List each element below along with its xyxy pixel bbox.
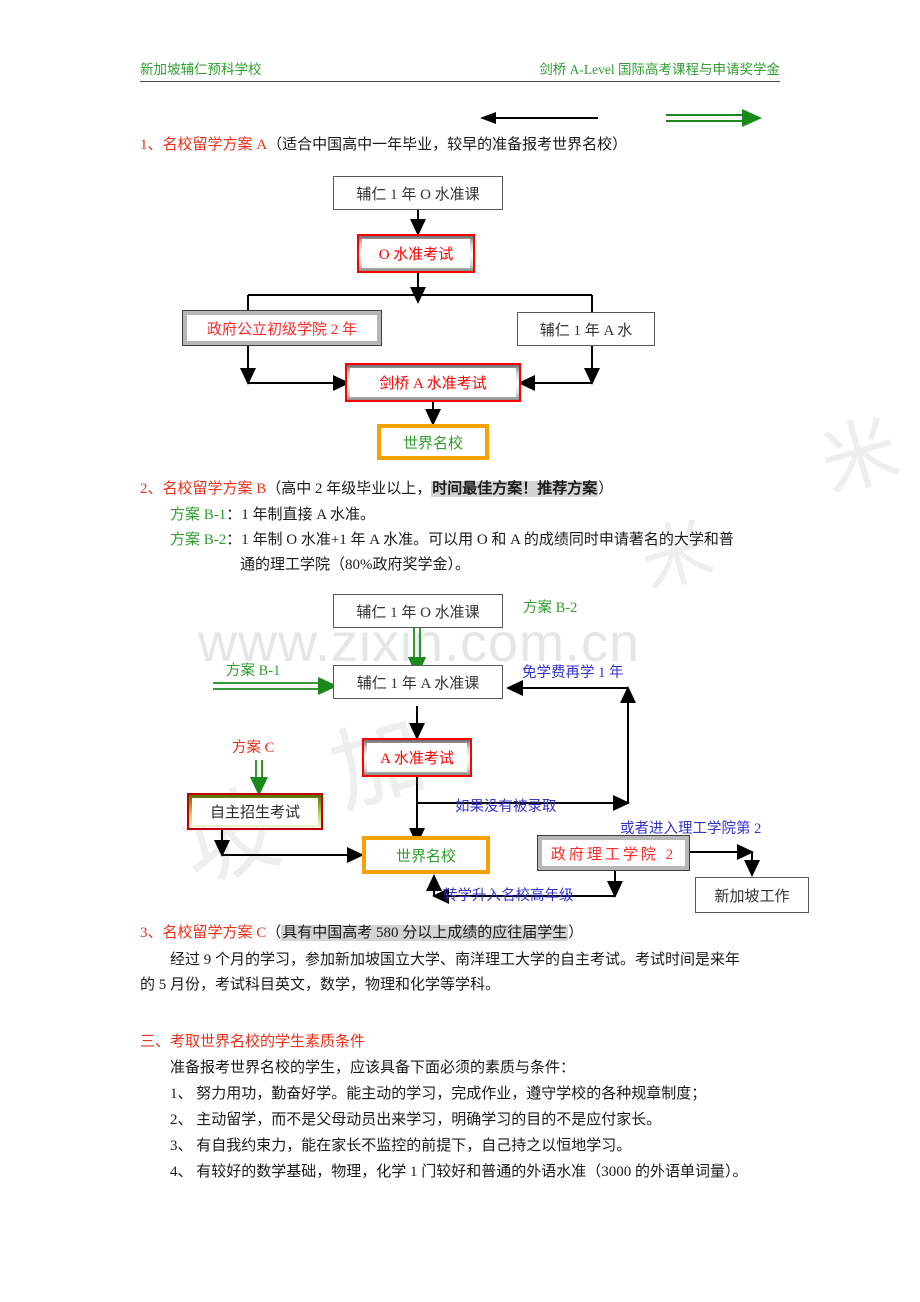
flowchart-bc-connectors bbox=[213, 628, 760, 904]
section-4-item-3: 3、 有自我约束力，能在家长不监控的前提下，自己持之以恒地学习。 bbox=[170, 1138, 632, 1154]
section-2-plan-b2-line: 方案 B-2：1 年制 O 水准+1 年 A 水准。可以用 O 和 A 的成绩同… bbox=[170, 528, 734, 549]
plan-b1-label: 方案 B-1 bbox=[170, 507, 227, 523]
header-divider bbox=[140, 81, 780, 82]
flow-a-node-world-university: 世界名校 bbox=[377, 424, 489, 460]
section-3-heading-p1: （ bbox=[266, 925, 282, 941]
section-4-heading: 三、考取世界名校的学生素质条件 bbox=[140, 1034, 366, 1050]
header-arrows bbox=[480, 109, 762, 127]
plan-b2-label: 方案 B-2 bbox=[170, 532, 227, 548]
section-1-heading: 1、名校留学方案 A（适合中国高中一年毕业，较早的准备报考世界名校） bbox=[140, 133, 627, 154]
flow-bc-node-foon-yew-o-level: 辅仁 1 年 O 水准课 bbox=[333, 594, 503, 628]
section-3-heading-highlight: 具有中国高考 580 分以上成绩的应往届学生 bbox=[281, 925, 569, 941]
black-left-arrow bbox=[480, 112, 598, 124]
section-2-heading-red: 2、名校留学方案 B bbox=[140, 481, 267, 497]
flow-bc-node-foon-yew-a-level: 辅仁 1 年 A 水准课 bbox=[333, 665, 503, 699]
section-2-heading-p2: ） bbox=[598, 481, 614, 497]
flow-bc-label-enter-polytechnic: 或者进入理工学院第 2 bbox=[620, 821, 762, 837]
flow-bc-label-not-admitted: 如果没有被录取 bbox=[455, 799, 557, 815]
flow-bc-node-government-polytechnic-label: 政府理工学院 2 bbox=[542, 840, 685, 866]
flow-a-node-cambridge-a-exam-label: 剑桥 A 水准考试 bbox=[350, 368, 516, 397]
section-4-item-4: 4、 有较好的数学基础，物理，化学 1 门较好和普通的外语水准（3000 的外语… bbox=[170, 1164, 748, 1180]
flow-bc-label-plan-b1: 方案 B-1 bbox=[226, 663, 281, 679]
flow-a-node-world-university-label: 世界名校 bbox=[383, 430, 483, 454]
header-left-title: 新加坡辅仁预科学校 bbox=[140, 62, 262, 77]
section-3-heading: 3、名校留学方案 C（具有中国高考 580 分以上成绩的应往届学生） bbox=[140, 921, 583, 942]
header-right-title: 剑桥 A-Level 国际高考课程与申请奖学金 bbox=[539, 62, 780, 77]
flow-bc-node-work-in-singapore: 新加坡工作 bbox=[695, 877, 809, 913]
section-2-heading-p1: （高中 2 年级毕业以上， bbox=[266, 481, 432, 497]
section-2-plan-b1-line: 方案 B-1：1 年制直接 A 水准。 bbox=[170, 503, 375, 524]
flow-bc-node-world-university-label: 世界名校 bbox=[368, 842, 484, 868]
section-4-intro: 准备报考世界名校的学生，应该具备下面必须的素质与条件： bbox=[170, 1060, 576, 1076]
flow-bc-node-self-admission-exam-label: 自主招生考试 bbox=[192, 798, 318, 825]
flow-bc-node-a-level-exam-label: A 水准考试 bbox=[367, 743, 467, 772]
plan-b2-text: ：1 年制 O 水准+1 年 A 水准。可以用 O 和 A 的成绩同时申请著名的… bbox=[226, 532, 734, 548]
flow-a-node-cambridge-a-exam: 剑桥 A 水准考试 bbox=[345, 363, 521, 402]
page-header: 新加坡辅仁预科学校 剑桥 A-Level 国际高考课程与申请奖学金 bbox=[140, 58, 780, 82]
flowchart-a-connectors bbox=[240, 210, 600, 426]
flow-a-node-foon-yew-o-level: 辅仁 1 年 O 水准课 bbox=[333, 176, 503, 210]
flow-a-node-junior-college: 政府公立初级学院 2 年 bbox=[182, 310, 382, 346]
flow-bc-node-world-university: 世界名校 bbox=[362, 836, 490, 874]
flow-bc-label-transfer-upper-year: 转学升入名校高年级 bbox=[443, 888, 574, 904]
green-right-arrow bbox=[666, 109, 762, 127]
flow-a-node-o-level-exam: O 水准考试 bbox=[357, 234, 475, 273]
section-4-item-2: 2、 主动留学，而不是父母动员出来学习，明确学习的目的不是应付家长。 bbox=[170, 1112, 662, 1128]
section-2-plan-b2-line2: 通的理工学院（80%政府奖学金）。 bbox=[240, 557, 470, 573]
section-1-heading-black: （适合中国高中一年毕业，较早的准备报考世界名校） bbox=[267, 137, 628, 153]
flow-bc-node-self-admission-exam: 自主招生考试 bbox=[187, 793, 323, 830]
section-2-heading: 2、名校留学方案 B（高中 2 年级毕业以上，时间最佳方案！推荐方案） bbox=[140, 477, 613, 498]
plan-b1-text: ：1 年制直接 A 水准。 bbox=[226, 507, 376, 523]
flow-bc-label-plan-b2: 方案 B-2 bbox=[523, 600, 578, 616]
flowchart-plan-a: 辅仁 1 年 O 水准课 O 水准考试 政府公立初级学院 2 年 辅仁 1 年 … bbox=[0, 0, 920, 480]
section-4-item-1: 1、 努力用功，勤奋好学。能主动的学习，完成作业，遵守学校的各种规章制度； bbox=[170, 1086, 707, 1102]
section-3-heading-red: 3、名校留学方案 C bbox=[140, 925, 267, 941]
section-1-heading-red: 1、名校留学方案 A bbox=[140, 137, 268, 153]
flow-bc-label-free-tuition: 免学费再学 1 年 bbox=[522, 665, 624, 681]
section-3-heading-p2: ） bbox=[568, 925, 584, 941]
flowchart-plan-bc: 辅仁 1 年 O 水准课 辅仁 1 年 A 水准课 A 水准考试 自主招生考试 … bbox=[187, 594, 809, 913]
flow-bc-label-plan-c: 方案 C bbox=[232, 740, 275, 756]
flow-bc-node-a-level-exam: A 水准考试 bbox=[362, 738, 472, 777]
section-2-heading-highlight: 时间最佳方案！推荐方案 bbox=[431, 481, 599, 497]
flow-a-node-junior-college-label: 政府公立初级学院 2 年 bbox=[187, 315, 377, 341]
flow-a-node-foon-yew-a-level: 辅仁 1 年 A 水 bbox=[517, 312, 655, 346]
flow-a-node-o-level-exam-label: O 水准考试 bbox=[362, 239, 470, 268]
flow-bc-node-government-polytechnic: 政府理工学院 2 bbox=[537, 835, 690, 871]
section-3-line-1: 经过 9 个月的学习，参加新加坡国立大学、南洋理工大学的自主考试。考试时间是来年 bbox=[170, 952, 741, 968]
section-3-line-2: 的 5 月份，考试科目英文，数学，物理和化学等学科。 bbox=[140, 977, 501, 993]
